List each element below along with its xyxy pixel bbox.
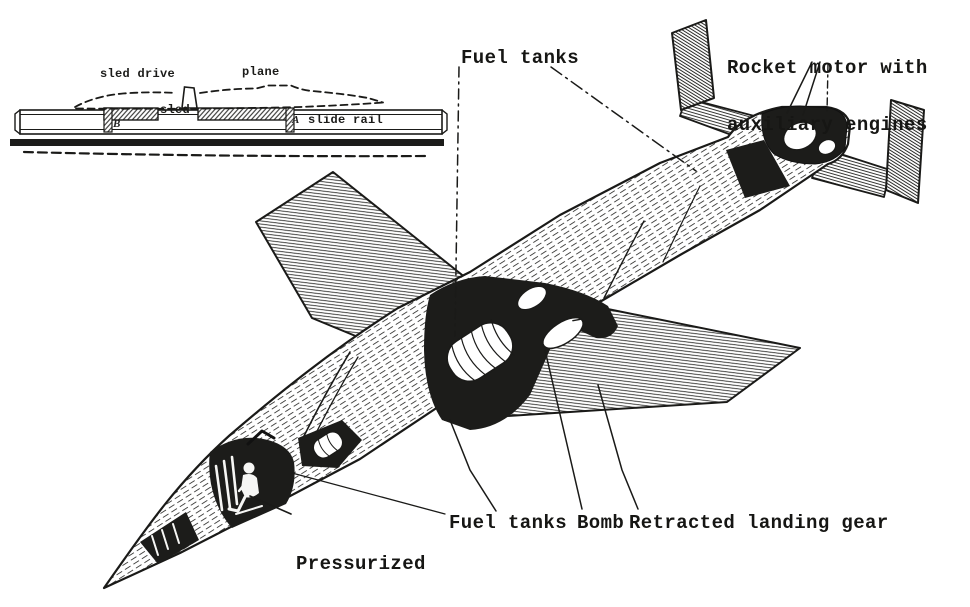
fuel-tanks-bottom-callout: Fuel tanks bbox=[449, 512, 568, 534]
pilot-figure bbox=[227, 462, 263, 515]
leader-rocket-3 bbox=[826, 63, 829, 114]
aircraft-drawing bbox=[102, 19, 925, 590]
rocket-motor-callout: Rocket motor with auxiliary engines bbox=[727, 21, 928, 154]
slide-rail-label: slide rail bbox=[308, 113, 384, 127]
sled-label: sled bbox=[160, 103, 191, 117]
bomb-callout: Bomb bbox=[577, 512, 625, 534]
inset-sled-diagram bbox=[10, 84, 448, 158]
bomb-shape bbox=[542, 316, 584, 350]
leader-rocket-2 bbox=[802, 61, 821, 116]
rocket-nozzle bbox=[782, 121, 818, 151]
windshield-mark bbox=[246, 429, 276, 446]
retracted-landing-gear-callout: Retracted landing gear bbox=[629, 512, 889, 534]
fuel-tanks-top-callout: Fuel tanks bbox=[461, 47, 580, 69]
leader-fuel-rear bbox=[449, 419, 497, 512]
right-endplate-fin bbox=[885, 99, 925, 204]
leader-cabin bbox=[249, 495, 292, 515]
skin-flap bbox=[517, 285, 547, 311]
sled-drive-label: sled drive bbox=[100, 67, 176, 81]
plane-silhouette-dashed bbox=[74, 84, 384, 110]
left-endplate-fin bbox=[671, 19, 715, 111]
leader-rocket-1 bbox=[786, 61, 813, 114]
rail-point-b: B bbox=[113, 118, 121, 130]
ground-band bbox=[10, 139, 444, 146]
pressurized-cabin-callout: Pressurized cabin bbox=[296, 514, 426, 607]
plane-fin-mark bbox=[181, 86, 198, 109]
rocket-motor-cutaway bbox=[761, 105, 848, 165]
rocket-motor-callout-line2: auxiliary engines bbox=[727, 114, 928, 136]
plane-label: plane bbox=[242, 65, 280, 79]
leader-fuel-top-diagonal bbox=[550, 66, 697, 172]
auxiliary-nozzle bbox=[817, 139, 837, 155]
leader-bomb bbox=[544, 349, 583, 510]
cabin-frame-slats bbox=[214, 455, 239, 512]
fairing-shadow bbox=[726, 140, 790, 198]
nose-bay-cutaway bbox=[140, 512, 199, 564]
leader-fuel-top-vertical bbox=[454, 66, 460, 337]
leader-fuel-front bbox=[291, 472, 446, 515]
fuel-tank-cutaway bbox=[424, 276, 618, 430]
rail-point-a: A bbox=[292, 114, 300, 126]
leader-lines bbox=[249, 61, 829, 515]
ground-dashed-line bbox=[22, 150, 430, 158]
rocket-motor-callout-line1: Rocket motor with bbox=[727, 57, 928, 79]
pressurized-cabin-callout-line1: Pressurized bbox=[296, 553, 426, 575]
forward-fuel-cutaway bbox=[298, 420, 362, 468]
ribbed-fuel-tank bbox=[446, 319, 515, 383]
leader-landing-gear bbox=[597, 384, 639, 510]
